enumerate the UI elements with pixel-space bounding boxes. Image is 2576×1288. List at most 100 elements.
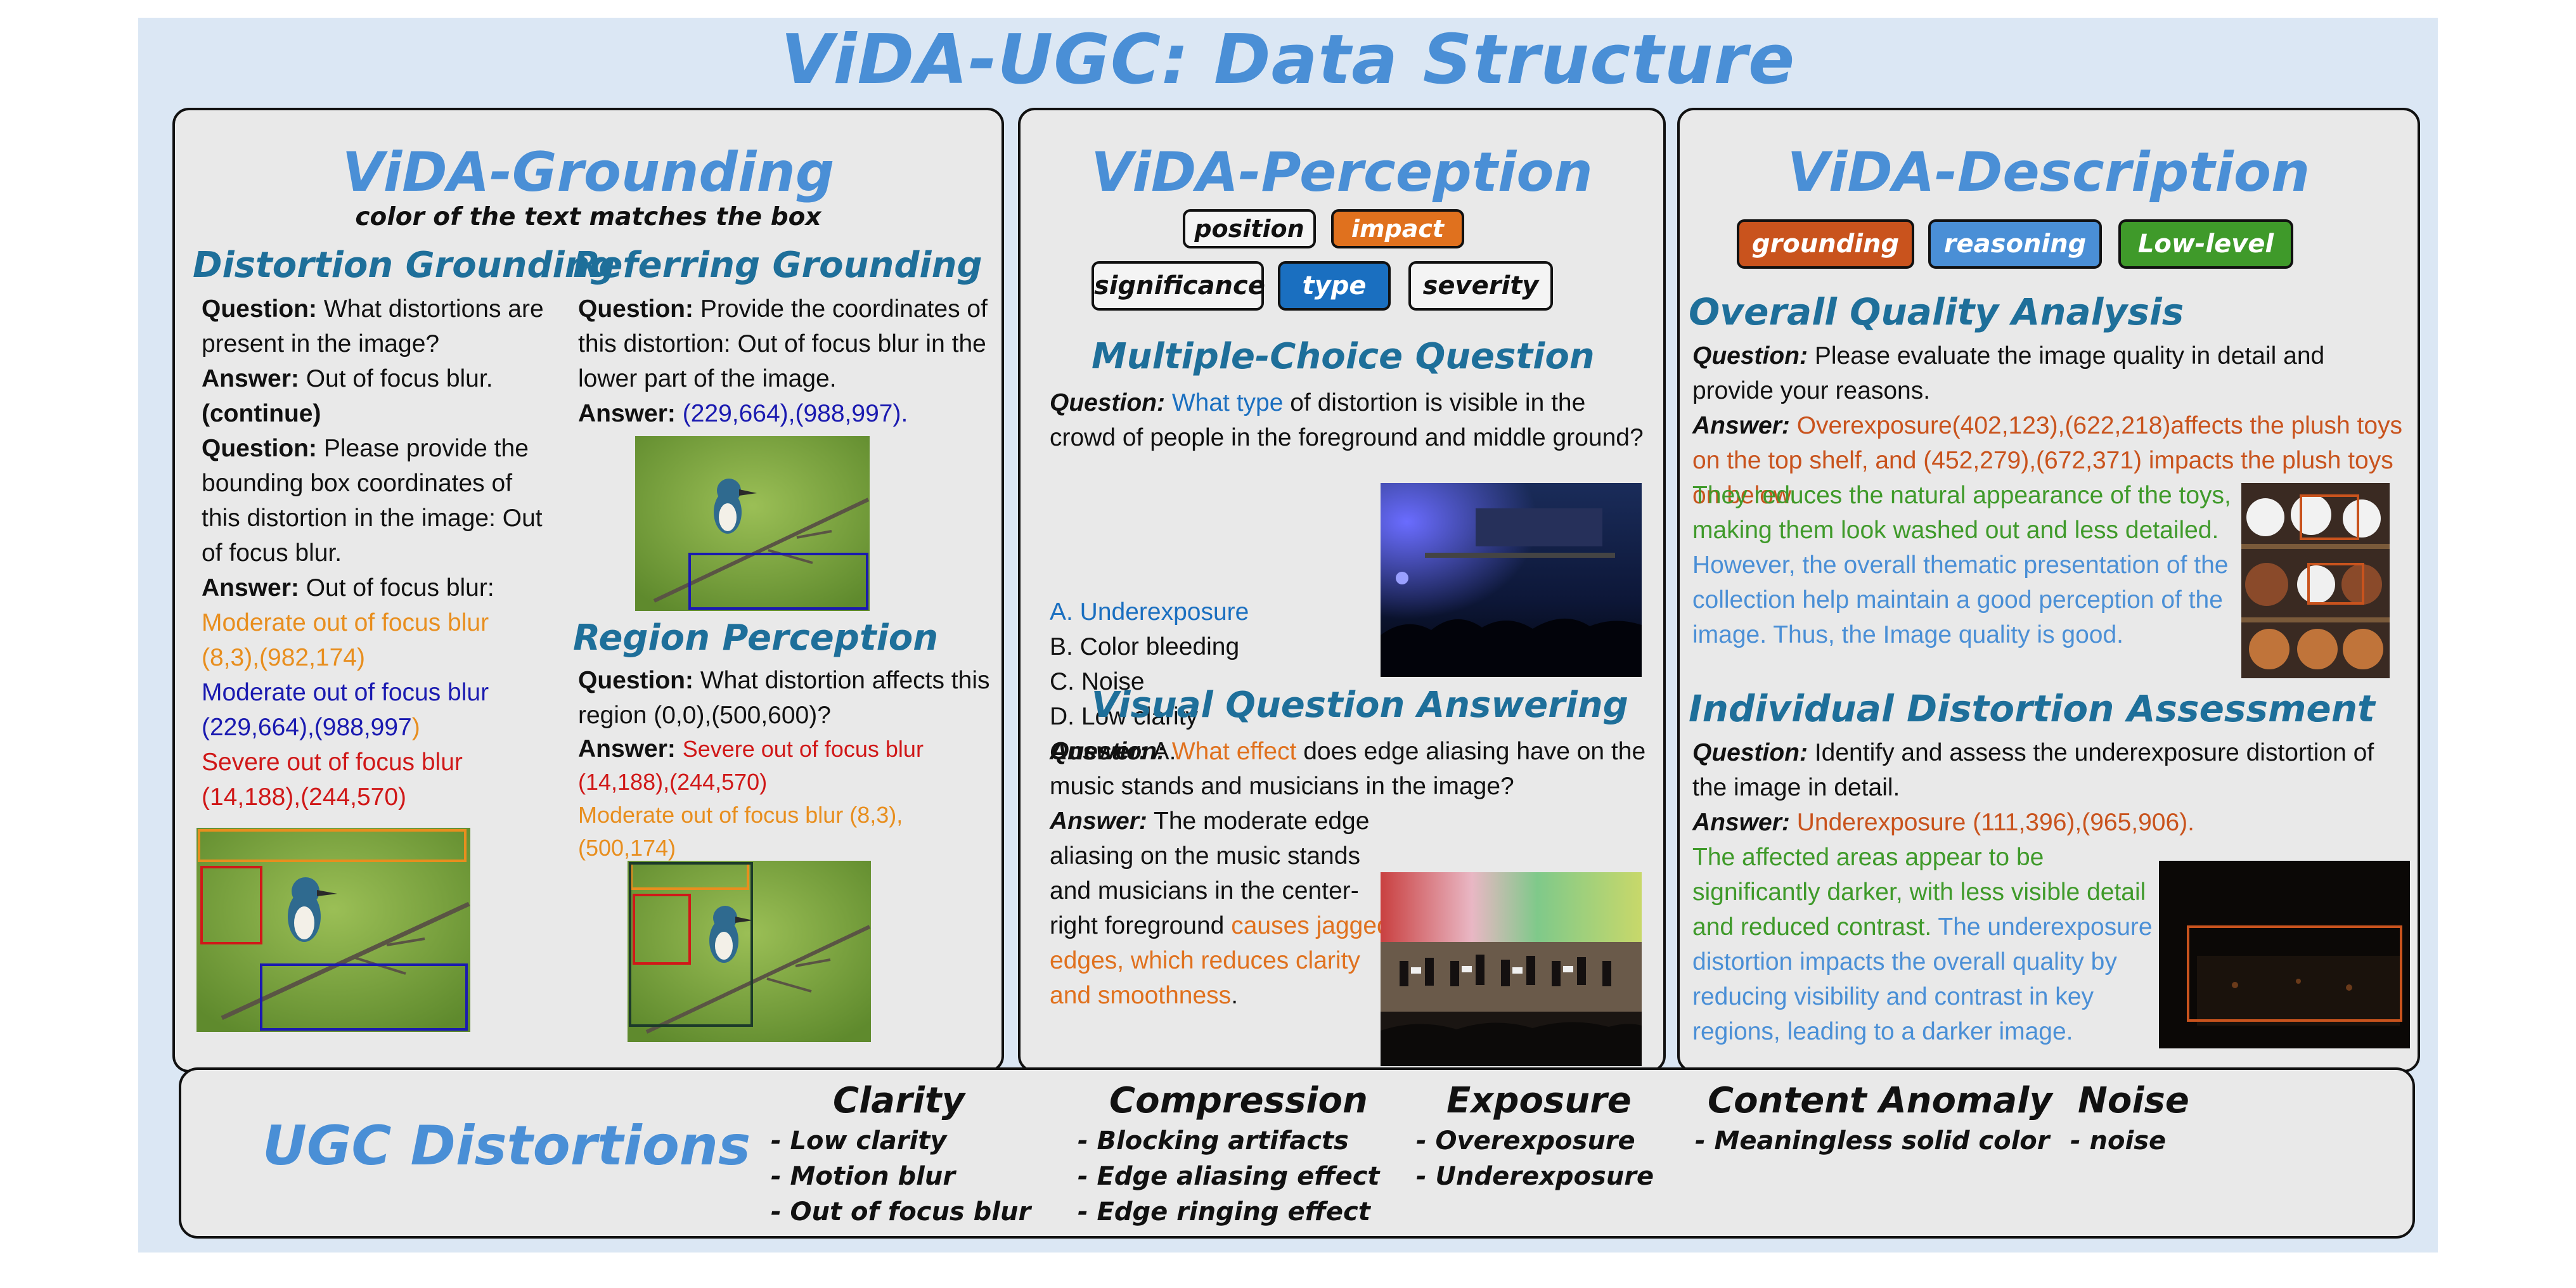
region-question: What distortion affects this region (0,0… — [578, 667, 990, 729]
category-content-anomaly: Content Anomaly - Meaningless solid colo… — [1695, 1079, 2052, 1159]
plush-image — [2241, 483, 2390, 678]
tag-impact: impact — [1331, 209, 1464, 248]
underexposure-bbox — [2187, 925, 2402, 1022]
mcq-option-d: D. Low clarity — [1050, 703, 1199, 730]
individual-distortion-heading: Individual Distortion Assessment — [1689, 687, 2375, 730]
overall-question-text: Question: Please evaluate the image qual… — [1692, 338, 2409, 513]
individual-answer-grounding: Underexposure (111,396),(965,906). — [1789, 809, 2194, 836]
question-label: Question: — [202, 435, 317, 462]
overall-answer-lowlevel: They reduces the natural appearance of t… — [1692, 482, 2231, 544]
overall-answer-grounding: Overexposure(402,123),(622,218)affects t… — [1692, 412, 2403, 509]
category-clarity-item: - Low clarity — [771, 1126, 947, 1156]
dark-region-bbox — [629, 862, 753, 1027]
question-label: Question: — [1692, 342, 1808, 370]
plush-toys-photo-icon — [2241, 483, 2390, 678]
referring-grounding-text: Question: Provide the coordinates of thi… — [578, 292, 990, 431]
distortion-question-2: Please provide the bounding box coordina… — [202, 435, 543, 567]
referring-answer: (229,664),(988,997). — [682, 400, 908, 427]
mcq-answer: A. — [1147, 738, 1176, 765]
mcq-options: A. Underexposure B. Color bleeding C. No… — [1050, 595, 1392, 769]
vqa-question-rest: does edge aliasing have on the music sta… — [1050, 738, 1646, 800]
category-compression-item: - Edge ringing effect — [1078, 1197, 1370, 1227]
distortion-item-3-coords: (14,188),(244,570) — [202, 783, 407, 811]
orchestra-image — [1381, 872, 1642, 1066]
dark-image — [2159, 861, 2410, 1048]
vqa-answer-plain: The moderate edge aliasing on the music … — [1050, 808, 1370, 939]
distortion-answer-1: Out of focus blur. — [306, 365, 493, 392]
mcq-option-a: A. Underexposure — [1050, 598, 1249, 626]
mcq-question-rest: of distortion is visible in the crowd of… — [1050, 389, 1644, 451]
question-label: Question: — [578, 295, 693, 323]
individual-answer-reasoning: The underexposure distortion impacts the… — [1692, 913, 2153, 1045]
answer-label: Answer: — [1692, 412, 1790, 439]
vqa-answer-text: Answer: The moderate edge aliasing on th… — [1050, 804, 1398, 1013]
answer-label: Answer: — [202, 365, 299, 392]
distortion-answer-2: Out of focus blur: — [306, 574, 494, 602]
category-content-anomaly-name: Content Anomaly — [1708, 1080, 2052, 1121]
distortion-item-1-coords: (8,3),(982,174) — [202, 644, 365, 671]
navy-bbox — [688, 553, 868, 610]
category-clarity-item: - Out of focus blur — [771, 1197, 1031, 1227]
bird-image-distortion — [196, 828, 470, 1032]
question-label: Question: — [202, 295, 317, 323]
description-panel: ViDA-Description grounding reasoning Low… — [1677, 108, 2420, 1072]
perception-title: ViDA-Perception — [1091, 141, 1593, 204]
orange-bbox — [198, 829, 467, 862]
plush-bottom-bbox — [2307, 563, 2364, 605]
vqa-question-text: Question: What effect does edge aliasing… — [1050, 734, 1652, 804]
region-answer-2: Moderate out of focus blur (8,3),(500,17… — [578, 802, 903, 861]
question-label: Question: — [1050, 389, 1165, 416]
orchestra-stage-photo-icon — [1381, 872, 1642, 1066]
tag-low-level: Low-level — [2118, 219, 2293, 269]
page-title: ViDA-UGC: Data Structure — [780, 20, 1796, 100]
individual-answer-text: The affected areas appear to be signific… — [1692, 840, 2155, 1049]
answer-label: Answer: — [578, 400, 676, 427]
vqa-answer-end: . — [1231, 982, 1239, 1009]
tag-reasoning: reasoning — [1928, 219, 2102, 269]
red-bbox — [200, 866, 262, 944]
grounding-panel: ViDA-Grounding color of the text matches… — [172, 108, 1004, 1072]
category-compression-item: - Blocking artifacts — [1078, 1126, 1349, 1156]
overall-quality-heading: Overall Quality Analysis — [1689, 290, 2184, 333]
grounding-subtitle: color of the text matches the box — [355, 203, 821, 231]
vqa-question-highlight: What effect — [1171, 738, 1297, 765]
tag-position: position — [1183, 209, 1316, 248]
navy-bbox — [260, 963, 468, 1031]
grounding-title: ViDA-Grounding — [342, 141, 835, 204]
category-exposure: Exposure - Overexposure - Underexposure — [1416, 1079, 1654, 1194]
region-perception-heading: Region Perception — [573, 617, 939, 659]
category-noise-name: Noise — [2078, 1080, 2189, 1121]
diagram-canvas: ViDA-UGC: Data Structure ViDA-Grounding … — [138, 18, 2438, 1253]
answer-label: Answer: — [578, 735, 676, 763]
tag-type: type — [1278, 261, 1391, 311]
vqa-answer-highlight: causes jagged edges, which reduces clari… — [1050, 912, 1391, 1009]
mcq-question-highlight: What type — [1171, 389, 1284, 416]
description-title: ViDA-Description — [1787, 141, 2310, 204]
question-label: Question: — [578, 667, 693, 694]
category-noise-item: - noise — [2070, 1126, 2167, 1156]
individual-question-text: Question: Identify and assess the undere… — [1692, 735, 2409, 840]
overall-answer-reasoning: However, the overall thematic presentati… — [1692, 551, 2229, 648]
distortion-item-1-name: Moderate out of focus blur — [202, 609, 489, 636]
category-noise: Noise - noise — [2070, 1079, 2189, 1159]
question-label: Question: — [1692, 739, 1808, 766]
continue-label: (continue) — [202, 400, 321, 427]
distortion-item-2-close: ) — [411, 714, 420, 741]
region-answer-1: Severe out of focus blur (14,188),(244,5… — [578, 736, 924, 795]
distortion-grounding-text: Question: What distortions are present i… — [202, 292, 557, 815]
tag-grounding: grounding — [1737, 219, 1914, 269]
referring-question: Provide the coordinates of this distorti… — [578, 295, 988, 392]
individual-answer-lowlevel: The affected areas appear to be signific… — [1692, 844, 2146, 941]
plush-top-bbox — [2300, 494, 2359, 540]
region-perception-text: Question: What distortion affects this r… — [578, 663, 990, 865]
category-exposure-item: - Underexposure — [1416, 1162, 1654, 1191]
mcq-heading: Multiple-Choice Question — [1092, 336, 1595, 377]
distortion-item-2-name: Moderate out of focus blur — [202, 679, 489, 706]
distortion-grounding-heading: Distortion Grounding — [193, 245, 615, 286]
category-compression-name: Compression — [1109, 1080, 1368, 1121]
kingfisher-photo-icon — [635, 436, 870, 611]
category-compression: Compression - Blocking artifacts - Edge … — [1078, 1079, 1380, 1230]
distortion-question-1: What distortions are present in the imag… — [202, 295, 544, 357]
category-clarity-name: Clarity — [833, 1080, 965, 1121]
concert-crowd-photo-icon — [1381, 483, 1642, 677]
